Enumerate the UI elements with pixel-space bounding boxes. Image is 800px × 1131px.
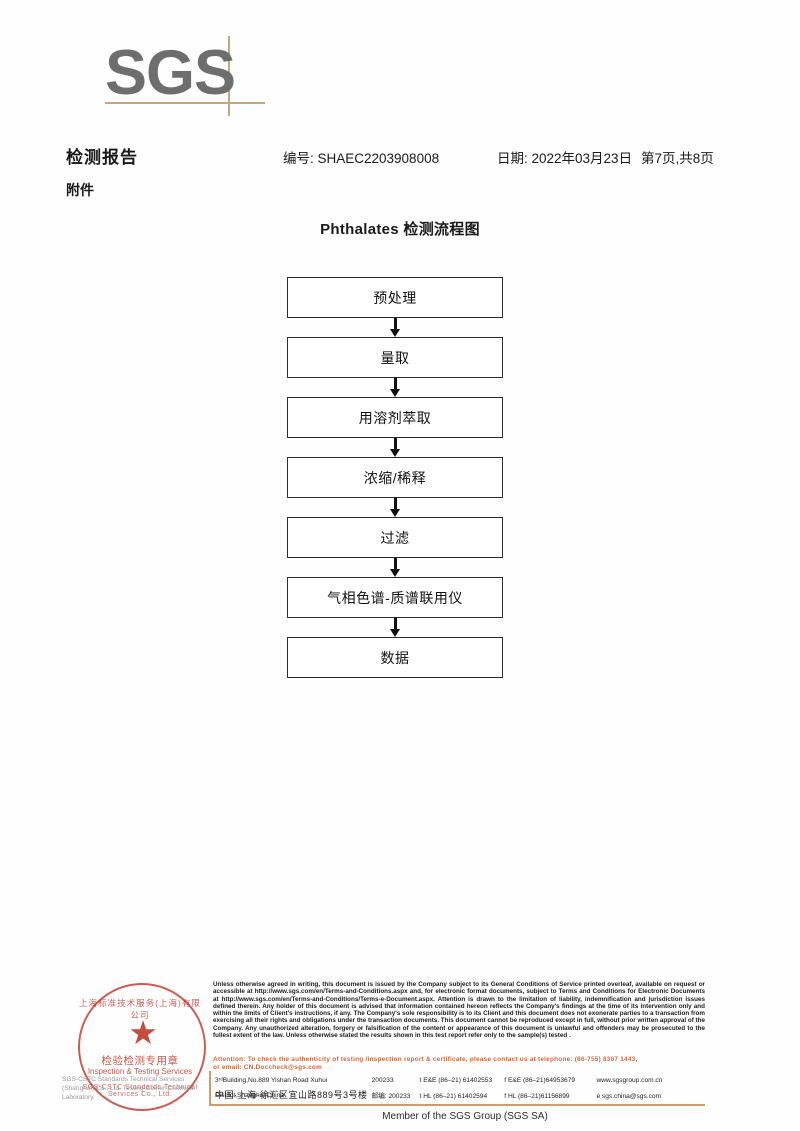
legal-paragraph: Unless otherwise agreed in writing, this… bbox=[213, 981, 705, 1040]
page-title: 检测报告 bbox=[66, 148, 138, 167]
logo-vertical-rule bbox=[228, 36, 230, 116]
flow-step-box: 气相色谱-质谱联用仪 bbox=[287, 577, 503, 618]
member-statement: Member of the SGS Group (SGS SA) bbox=[382, 1111, 548, 1122]
attention-line-1: Attention: To check the authenticity of … bbox=[213, 1056, 638, 1063]
address-street-cn: 中国·上海·徐汇区宜山路889号3号楼 bbox=[215, 1090, 368, 1100]
flow-arrow-icon bbox=[287, 618, 503, 637]
flowchart-title: Phthalates 检测流程图 bbox=[320, 221, 480, 238]
laboratory-name: SGS-CSTC Standards Technical Services (S… bbox=[62, 1076, 195, 1101]
attachment-label: 附件 bbox=[66, 182, 94, 198]
address-block: 3ʳᵈBuilding,No.889 Yishan Road Xuhui Dis… bbox=[215, 1073, 707, 1103]
inspection-seal-stamp: 上海标准技术服务(上海)有限公司 ★ 检验检测专用章 Inspection & … bbox=[78, 983, 208, 1113]
flow-arrow-icon bbox=[287, 378, 503, 397]
address-horizontal-rule bbox=[209, 1104, 705, 1106]
attention-notice: Attention: To check the authenticity of … bbox=[213, 1056, 705, 1071]
address-vertical-rule bbox=[209, 1071, 211, 1105]
flow-step-box: 预处理 bbox=[287, 277, 503, 318]
flow-arrow-icon bbox=[287, 558, 503, 577]
address-street-en: 3ʳᵈBuilding,No.889 Yishan Road Xuhui Dis… bbox=[215, 1077, 328, 1099]
address-email: e sgs.china@sgs.com bbox=[596, 1093, 662, 1100]
flow-step-box: 过滤 bbox=[287, 517, 503, 558]
flow-step-box: 量取 bbox=[287, 337, 503, 378]
flow-arrow-icon bbox=[287, 438, 503, 457]
seal-en-label: Inspection & Testing Services bbox=[87, 1067, 193, 1076]
seal-cn-label: 检验检测专用章 bbox=[101, 1055, 179, 1067]
seal-ring bbox=[78, 983, 206, 1111]
logo-horizontal-rule bbox=[105, 102, 265, 104]
flow-step-box: 用溶剂萃取 bbox=[287, 397, 503, 438]
report-date: 日期: 2022年03月23日 bbox=[497, 151, 633, 166]
address-row-en: 3ʳᵈBuilding,No.889 Yishan Road Xuhui Dis… bbox=[215, 1073, 707, 1099]
flowchart: 预处理 量取 用溶剂萃取 浓缩/稀释 过滤 气相色谱-质谱联用仪 数据 bbox=[287, 277, 503, 678]
star-icon: ★ bbox=[128, 1014, 158, 1051]
address-row-cn: 中国·上海·徐汇区宜山路889号3号楼 邮编: 200233 t HL (86–… bbox=[215, 1088, 707, 1103]
page-indicator: 第7页,共8页 bbox=[641, 151, 714, 166]
page-footer: 上海标准技术服务(上海)有限公司 ★ 检验检测专用章 Inspection & … bbox=[0, 975, 800, 1131]
flow-arrow-icon bbox=[287, 318, 503, 337]
address-fax-hl: f HL (86–21)61156899 bbox=[504, 1093, 570, 1100]
attention-line-2: or email: CN.Doccheck@sgs.com bbox=[213, 1063, 323, 1071]
seal-arc-top-text: 上海标准技术服务(上海)有限公司 bbox=[79, 998, 201, 1020]
sgs-logo: SGS bbox=[105, 36, 265, 118]
flow-step-box: 数据 bbox=[287, 637, 503, 678]
address-tel-en: t E&E (86–21) 61402553 bbox=[419, 1077, 493, 1084]
legal-terms-text: Unless otherwise agreed in writing, this… bbox=[213, 981, 705, 1039]
flow-arrow-icon bbox=[287, 498, 503, 517]
logo-wordmark: SGS bbox=[105, 38, 236, 108]
seal-arc-bottom-text: SGS-CSTC Standards Technical Services Co… bbox=[82, 1084, 198, 1098]
address-fax-en: f E&E (86–21)64953679 bbox=[504, 1077, 576, 1084]
address-zip-en: 200233 bbox=[371, 1077, 394, 1084]
report-number: 编号: SHAEC2203908008 bbox=[283, 151, 440, 166]
address-tel-hl: t HL (86–21) 61402594 bbox=[419, 1093, 488, 1100]
flow-step-box: 浓缩/稀释 bbox=[287, 457, 503, 498]
address-zip-cn: 邮编: 200233 bbox=[371, 1093, 411, 1100]
address-website: www.sgsgroup.com.cn bbox=[596, 1077, 663, 1084]
